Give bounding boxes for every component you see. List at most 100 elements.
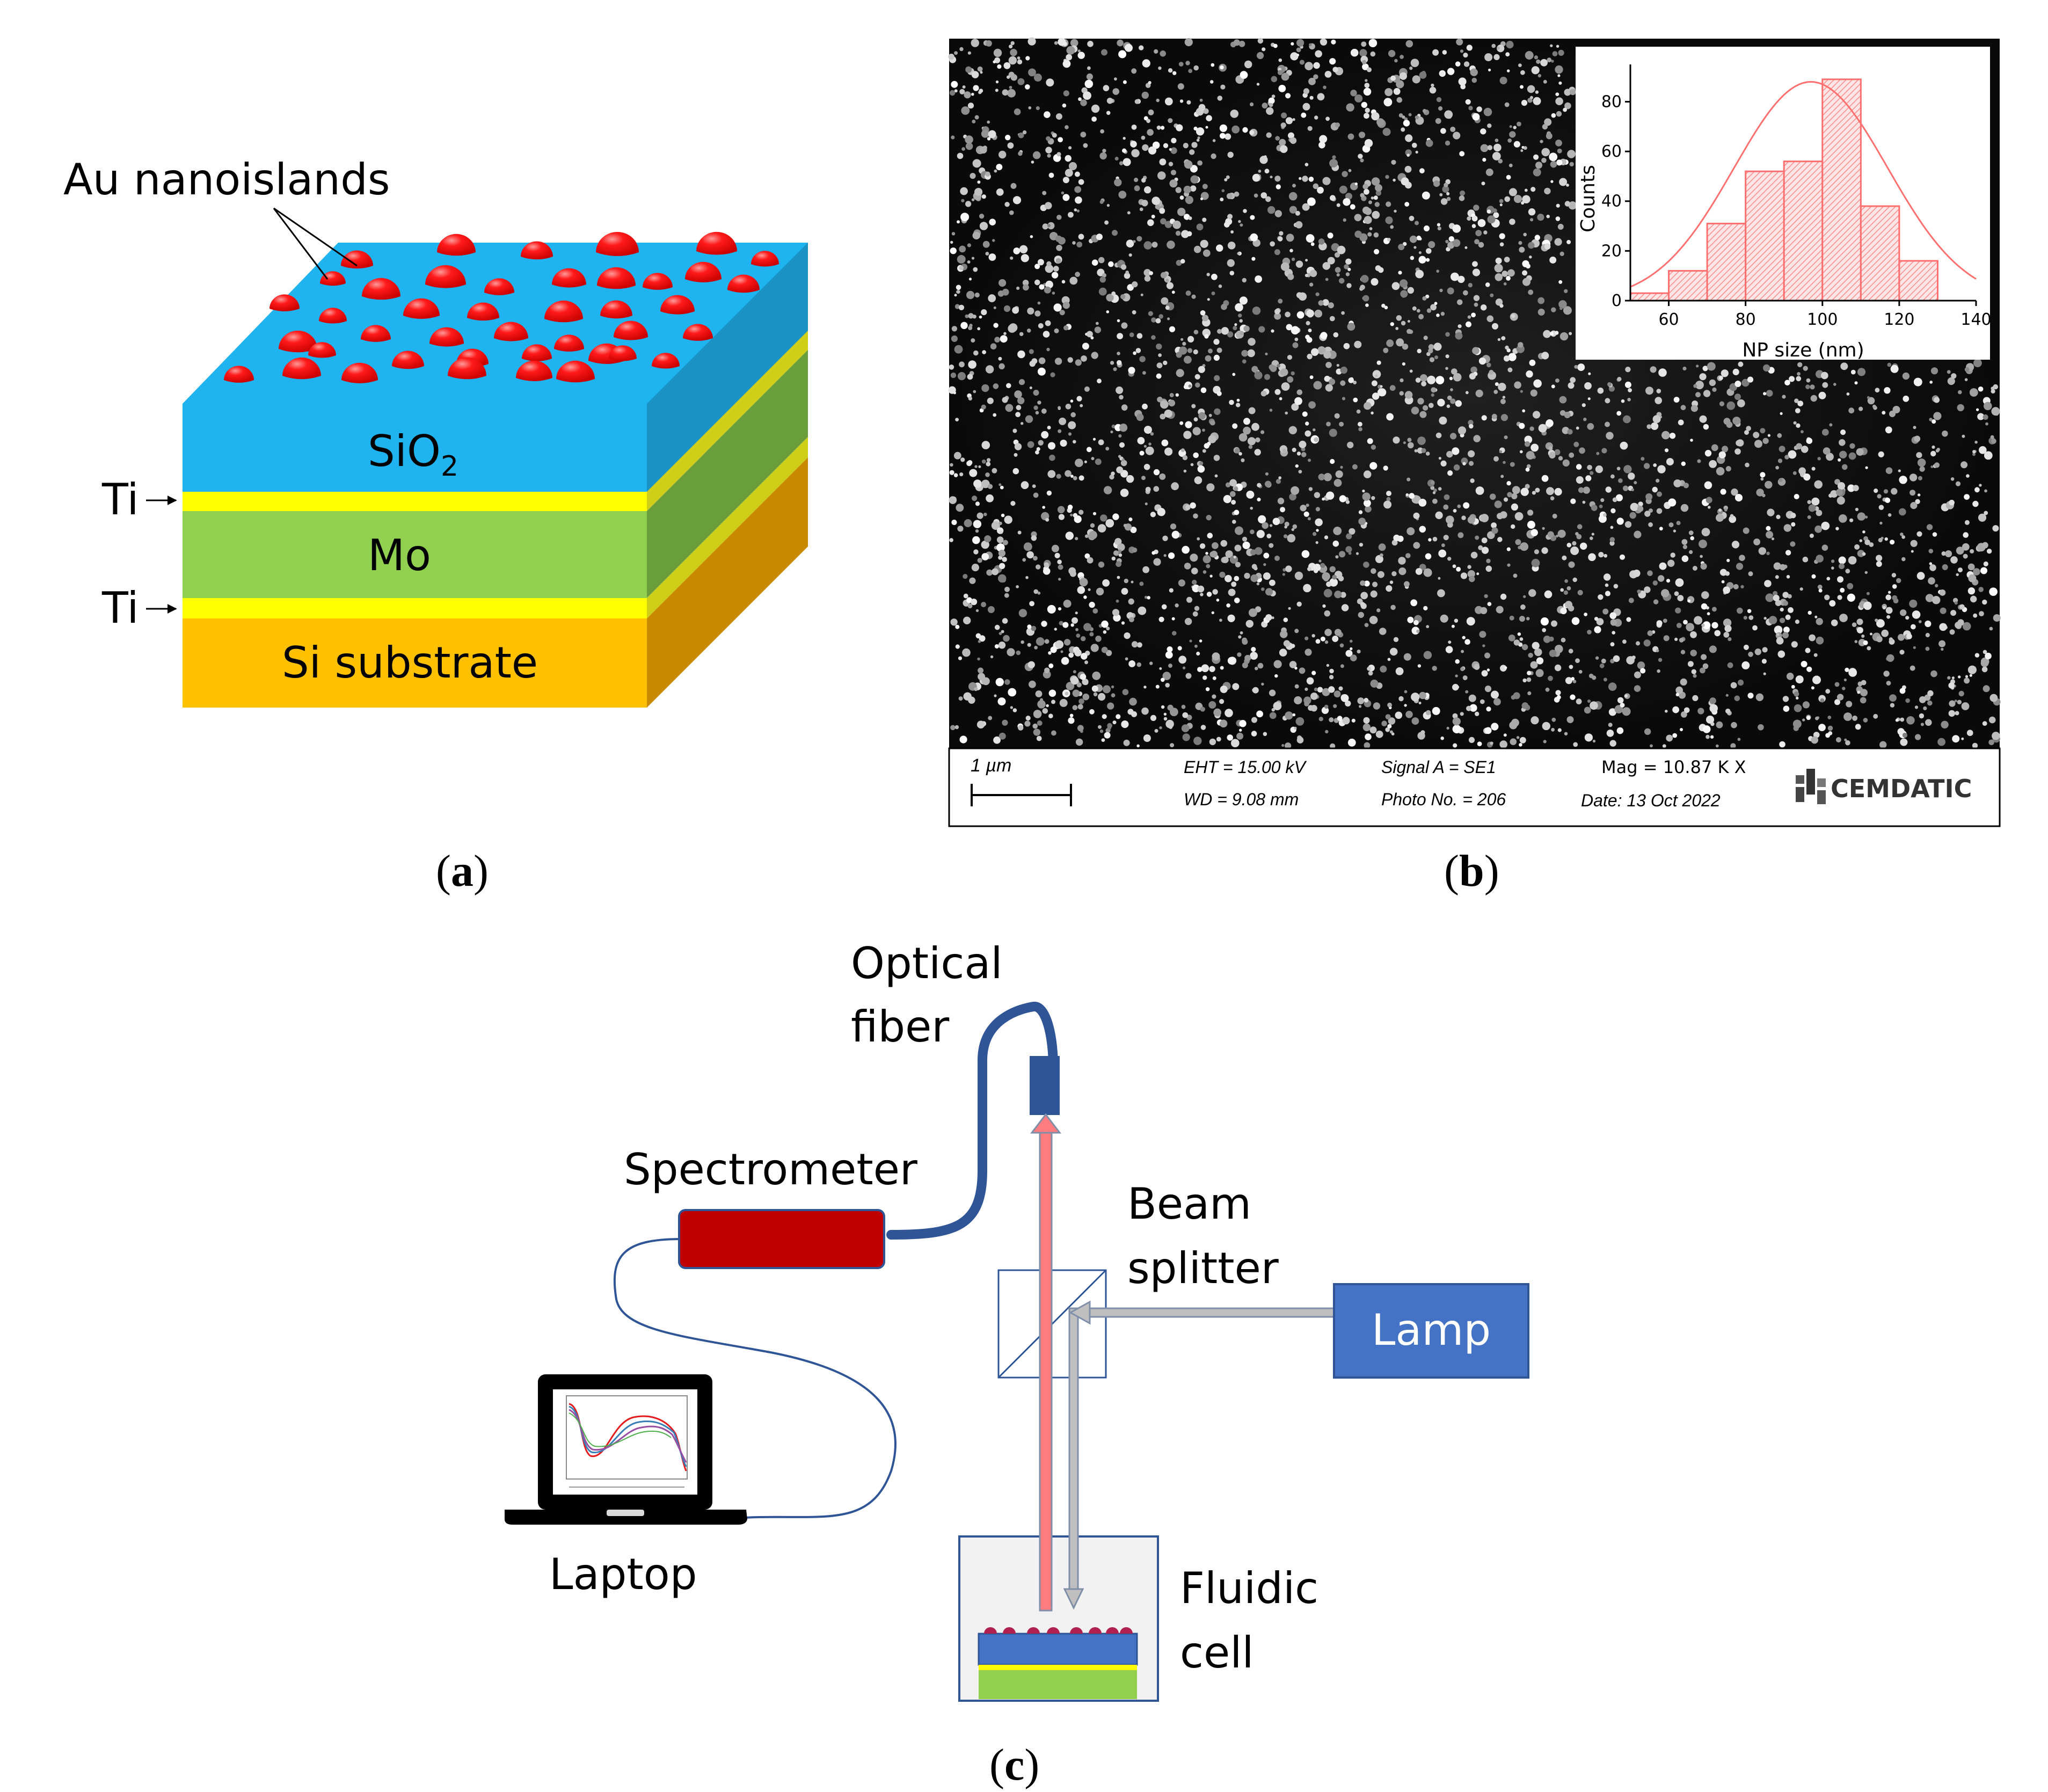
sem-particle (1652, 486, 1658, 493)
sem-particle (1340, 694, 1349, 702)
sem-particle (1389, 385, 1396, 391)
sem-particle (1285, 93, 1291, 99)
sem-particle (1724, 508, 1728, 512)
sem-particle (1970, 549, 1974, 553)
sem-particle (1973, 613, 1978, 618)
sem-particle (1499, 199, 1504, 203)
sem-particle (1674, 591, 1679, 596)
sem-particle (1748, 615, 1754, 620)
sem-particle (1112, 609, 1119, 616)
sem-particle (1341, 604, 1349, 611)
sem-particle (1525, 51, 1534, 60)
sem-particle (1878, 505, 1884, 510)
sem-particle (1687, 599, 1691, 603)
sem-particle (951, 519, 957, 526)
sem-particle (1143, 445, 1147, 448)
sem-particle (1386, 585, 1393, 592)
sem-particle (1362, 723, 1371, 732)
sem-particle (996, 536, 1004, 543)
sem-particle (1325, 384, 1333, 392)
sem-particle (1087, 41, 1094, 47)
sem-particle (972, 119, 976, 123)
sem-particle (965, 314, 969, 318)
sem-particle (1041, 621, 1047, 627)
sem-particle (1883, 489, 1889, 494)
sem-particle (1119, 395, 1124, 400)
sem-particle (1147, 219, 1154, 227)
y-tick-label: 80 (1601, 92, 1622, 111)
sem-particle (1117, 576, 1120, 579)
sem-particle (1445, 646, 1453, 653)
sem-particle (1796, 423, 1801, 428)
sem-particle (1788, 450, 1797, 459)
sem-particle (1676, 521, 1681, 526)
sem-particle (1142, 566, 1150, 573)
sem-particle (981, 130, 989, 138)
sem-particle (1003, 62, 1011, 69)
sem-particle (949, 365, 954, 370)
sem-particle (1419, 71, 1427, 79)
sem-particle (1090, 336, 1094, 340)
sem-particle (1596, 451, 1600, 455)
sem-particle (1056, 245, 1062, 251)
sem-particle (1339, 421, 1344, 427)
sem-particle (1083, 143, 1088, 148)
sem-particle (1409, 235, 1417, 243)
sem-particle (1315, 639, 1321, 644)
sem-particle (1811, 574, 1816, 579)
sem-particle (1782, 592, 1789, 598)
sem-particle (1385, 727, 1390, 732)
sem-particle (1666, 458, 1674, 466)
sem-particle (1294, 397, 1302, 405)
au-nanoisland-21 (660, 295, 695, 315)
sem-particle (1121, 621, 1125, 625)
sem-particle (1289, 206, 1297, 214)
sem-particle (1486, 362, 1491, 368)
sem-particle (1339, 495, 1346, 502)
sem-particle (1961, 702, 1970, 710)
sem-particle (1271, 708, 1275, 712)
sem-particle (1418, 702, 1422, 704)
sem-particle (1054, 41, 1058, 45)
sem-wd: WD = 9.08 mm (1184, 790, 1299, 809)
sem-particle (1813, 653, 1818, 657)
sem-particle (1200, 310, 1206, 316)
sem-particle (1520, 85, 1524, 89)
sem-particle (1854, 640, 1858, 643)
sem-particle (1037, 259, 1044, 266)
sem-particle (1726, 421, 1733, 428)
sem-particle (1017, 56, 1021, 60)
sem-particle (1860, 697, 1867, 704)
sem-particle (1446, 726, 1449, 730)
sem-particle (1761, 659, 1767, 664)
sem-particle (1069, 570, 1076, 577)
sem-particle (1148, 110, 1154, 115)
laptop-icon (505, 1374, 747, 1525)
sem-particle (1260, 192, 1267, 199)
sem-particle (1191, 294, 1196, 299)
sem-particle (1362, 63, 1369, 70)
sem-particle (1317, 186, 1324, 194)
sem-particle (1181, 230, 1190, 238)
sem-particle (1028, 68, 1036, 77)
sem-particle (1117, 360, 1122, 366)
sem-particle (1203, 249, 1211, 257)
cell-island-1 (1003, 1627, 1016, 1634)
sem-particle (1093, 692, 1098, 697)
sem-particle (1403, 441, 1406, 445)
sem-particle (1900, 609, 1907, 616)
sem-particle (1204, 334, 1209, 339)
sem-particle (1230, 230, 1234, 234)
sem-particle (1285, 565, 1292, 572)
sem-particle (1205, 687, 1210, 691)
sem-particle (954, 304, 960, 309)
sem-particle (1464, 246, 1468, 249)
sem-particle (1846, 392, 1850, 396)
sem-particle (1196, 223, 1204, 231)
sem-particle (1844, 738, 1847, 741)
sem-particle (1456, 38, 1463, 46)
sem-particle (1373, 702, 1381, 710)
sem-particle (1465, 99, 1471, 105)
sem-particle (1637, 589, 1641, 594)
sem-particle (974, 188, 983, 196)
